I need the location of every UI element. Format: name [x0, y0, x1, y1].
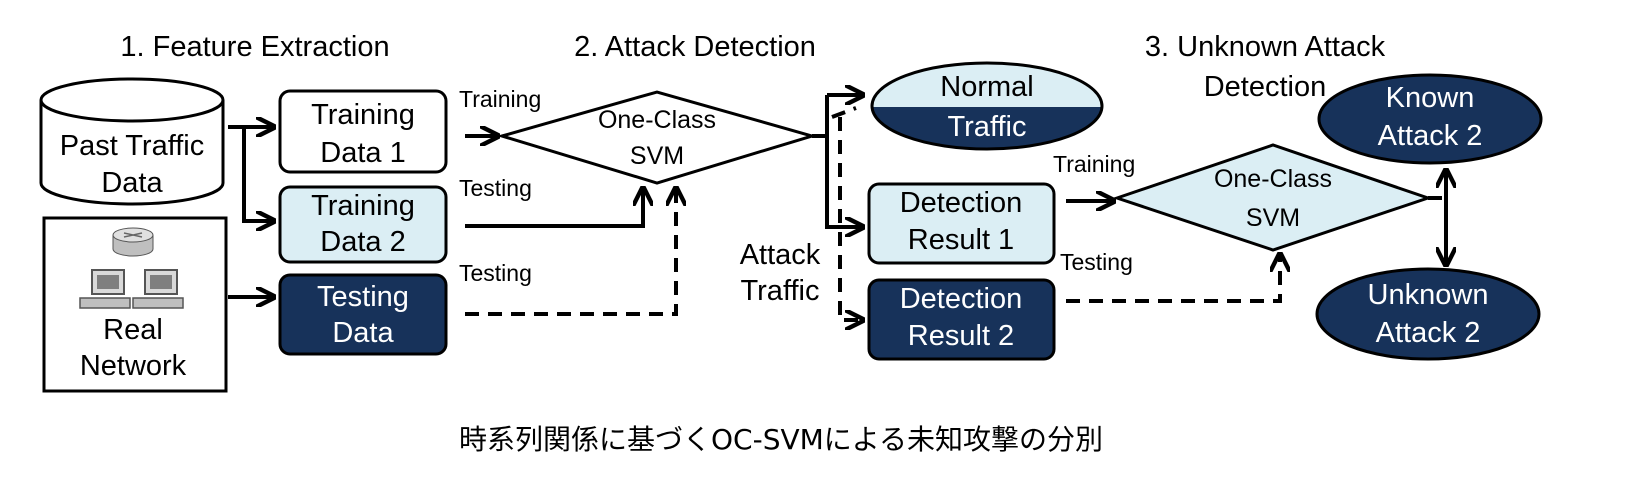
flow-label-testing: Testing	[1060, 249, 1133, 275]
normal-traffic-label-2: Traffic	[948, 111, 1027, 143]
flow-label-training: Training	[1053, 151, 1135, 177]
flow-label-testing: Testing	[459, 260, 532, 286]
training-data-1-label-1: Training	[311, 99, 415, 131]
section-unknown-attack-line2: Detection	[1204, 71, 1327, 103]
svm-to-detection1-arrow	[825, 136, 861, 227]
svm-2-label-1: One-Class	[1214, 165, 1332, 193]
real-network-label-2: Network	[80, 350, 187, 382]
detection-result-2-label-1: Detection	[900, 283, 1023, 315]
testing2-to-svm-arrow	[465, 190, 643, 228]
one-class-svm-2: One-Class SVM	[1112, 143, 1433, 252]
svm-2-label-2: SVM	[1246, 204, 1300, 232]
training-data-1-label-2: Data 1	[320, 137, 405, 169]
section-feature-extraction: 1. Feature Extraction	[120, 31, 389, 63]
known-attack-label-1: Known	[1386, 82, 1475, 114]
detection-result-2-label-2: Result 2	[908, 320, 1014, 352]
detection2-to-svm2-arrow	[1066, 256, 1280, 303]
svm-to-detection2-arrow	[838, 117, 861, 320]
testing-data-label-1: Testing	[317, 281, 409, 313]
one-class-svm-1: One-Class SVM	[496, 90, 818, 185]
svm-1-label-2: SVM	[630, 142, 684, 170]
detection-result-1-box: Detection Result 1	[867, 182, 1056, 265]
svm-1-label-1: One-Class	[598, 106, 716, 134]
training-data-2-label-2: Data 2	[320, 226, 405, 258]
flow-label-testing: Testing	[459, 175, 532, 201]
real-network-box: Real Network	[42, 216, 228, 393]
diagram-caption: 時系列関係に基づくOC-SVMによる未知攻撃の分別	[459, 423, 1103, 456]
section-attack-detection: 2. Attack Detection	[574, 31, 816, 63]
unknown-attack-ellipse: Unknown Attack 2	[1315, 267, 1541, 361]
detection-result-1-label-2: Result 1	[908, 224, 1014, 256]
testing-data-label-2: Data	[332, 317, 394, 349]
past-traffic-database: Past Traffic Data	[39, 77, 225, 206]
known-attack-ellipse: Known Attack 2	[1317, 73, 1543, 165]
past-traffic-label-2: Data	[101, 167, 163, 199]
known-attack-label-2: Attack 2	[1378, 120, 1483, 152]
computer-icon	[79, 269, 131, 309]
flow-label-training: Training	[459, 86, 541, 112]
training-data-1-box: Training Data 1	[278, 89, 448, 174]
router-icon	[112, 227, 154, 257]
testing-data-to-svm-arrow	[465, 190, 676, 316]
detection-result-2-box: Detection Result 2	[867, 278, 1056, 361]
unknown-attack-label-2: Attack 2	[1376, 317, 1481, 349]
attack-traffic-label-1: Attack	[740, 239, 821, 271]
testing-data-box: Testing Data	[278, 273, 448, 356]
attack-traffic-label-2: Traffic	[741, 275, 820, 307]
real-network-label-1: Real	[103, 314, 163, 346]
svm-to-normal-dashed	[831, 106, 857, 119]
normal-traffic-label-1: Normal	[940, 71, 1033, 103]
training-data-2-box: Training Data 2	[278, 185, 448, 264]
detection-result-1-label-1: Detection	[900, 187, 1023, 219]
unknown-attack-label-1: Unknown	[1368, 279, 1489, 311]
section-unknown-attack-line1: 3. Unknown Attack	[1145, 31, 1386, 63]
branch-to-training2-arrow	[228, 125, 272, 221]
computer-icon	[132, 269, 184, 309]
training-data-2-label-1: Training	[311, 190, 415, 222]
past-traffic-label-1: Past Traffic	[60, 130, 205, 162]
normal-traffic-ellipse: Normal Traffic	[870, 61, 1104, 151]
